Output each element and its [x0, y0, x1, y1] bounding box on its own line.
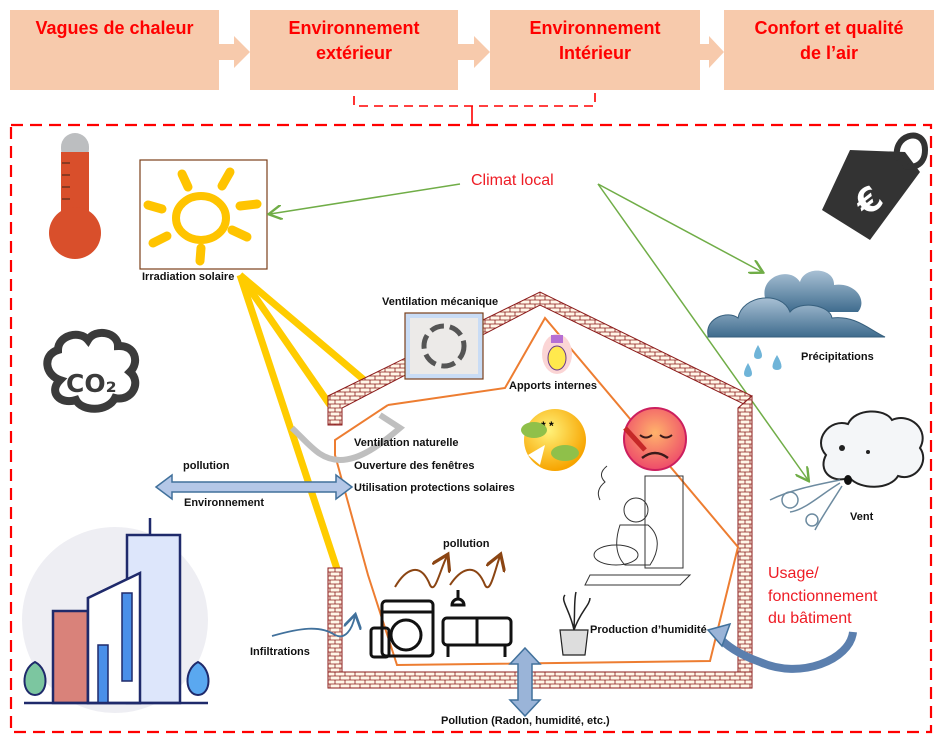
thermometer-icon [49, 133, 101, 259]
environnement-label: Environnement [184, 497, 265, 509]
lightbulb-icon [542, 334, 572, 374]
usage-label-line2: fonctionnement [768, 588, 878, 605]
step-label: extérieur [315, 43, 393, 63]
co2-text: CO₂ [66, 369, 117, 398]
cooking-person-icon [584, 465, 692, 586]
hot-emoji-icon [623, 407, 687, 471]
orange-airflow-path [334, 316, 740, 667]
plant-icon [559, 591, 591, 656]
sun-icon [139, 159, 268, 270]
infiltrations-label: Infiltrations [250, 646, 310, 658]
rain-cloud-icon [707, 270, 886, 377]
usage-label-line1: Usage/ [768, 565, 819, 582]
house-right-wall [737, 394, 753, 689]
step-label: Confort et qualité [754, 18, 904, 38]
irradiation-label: Irradiation solaire [142, 271, 235, 283]
arrow-to-sun [270, 183, 461, 214]
dashed-frame [9, 123, 933, 734]
step-label: Vagues de chaleur [35, 18, 194, 38]
flow-arrows [219, 36, 724, 68]
flow-arrow [219, 36, 250, 68]
appliances-icon [369, 590, 513, 659]
ventilation-fan-icon [404, 312, 484, 380]
co2-cloud-icon: CO₂ [43, 328, 140, 413]
vent-label: Vent [850, 511, 874, 523]
house-floor [327, 671, 753, 689]
apports-internes-label: Apports internes [509, 380, 598, 392]
city-buildings-icon [22, 518, 210, 713]
sun-rays [236, 272, 373, 574]
arrow-to-rain [597, 183, 762, 272]
step-label: Intérieur [558, 43, 632, 63]
ventilation-naturelle-label: Ventilation naturelle [354, 437, 459, 449]
step-label: Environnement [288, 18, 420, 38]
precipitations-label: Précipitations [801, 351, 874, 363]
environment-double-arrow [154, 473, 354, 501]
climate-arrows [270, 183, 808, 480]
step-label: Environnement [529, 18, 661, 38]
euro-tag-icon: € [822, 132, 929, 240]
arrow-to-wind [597, 183, 808, 480]
pollution-arrows [394, 556, 500, 589]
step-vagues-de-chaleur: Vagues de chaleur [10, 10, 219, 90]
step-environnement-exterieur: Environnement extérieur [250, 10, 458, 90]
wind-cloud-icon [769, 410, 925, 531]
frame-connector [353, 90, 596, 107]
step-environnement-interieur: Environnement Intérieur [490, 10, 700, 90]
usage-arrow-head [706, 622, 732, 648]
pollution-interior-label: pollution [443, 538, 490, 550]
step-confort-qualite-air: Confort et qualité de l’air [724, 10, 934, 90]
step-label: de l’air [799, 43, 859, 63]
climat-local-label: Climat local [471, 172, 554, 189]
house-left-wall [327, 567, 343, 673]
production-humidite-label: Production d’humidité [590, 624, 707, 636]
usage-label-line3: du bâtiment [768, 610, 852, 627]
pollution-sol-label: Pollution (Radon, humidité, etc.) [441, 715, 610, 727]
flow-arrow [458, 36, 490, 68]
flow-arrow [700, 36, 724, 68]
sick-emoji-icon: * * [521, 409, 586, 471]
ground-double-arrow [508, 646, 542, 718]
ouverture-fenetres-label: Ouverture des fenêtres [354, 460, 475, 472]
ventilation-mecanique-label: Ventilation mécanique [382, 296, 499, 308]
pollution-environment-label: pollution [183, 460, 230, 472]
protections-solaires-label: Utilisation protections solaires [354, 482, 515, 494]
infiltration-arrow [271, 616, 355, 638]
usage-curved-arrow [714, 631, 857, 673]
natural-ventilation-curve [289, 412, 406, 464]
